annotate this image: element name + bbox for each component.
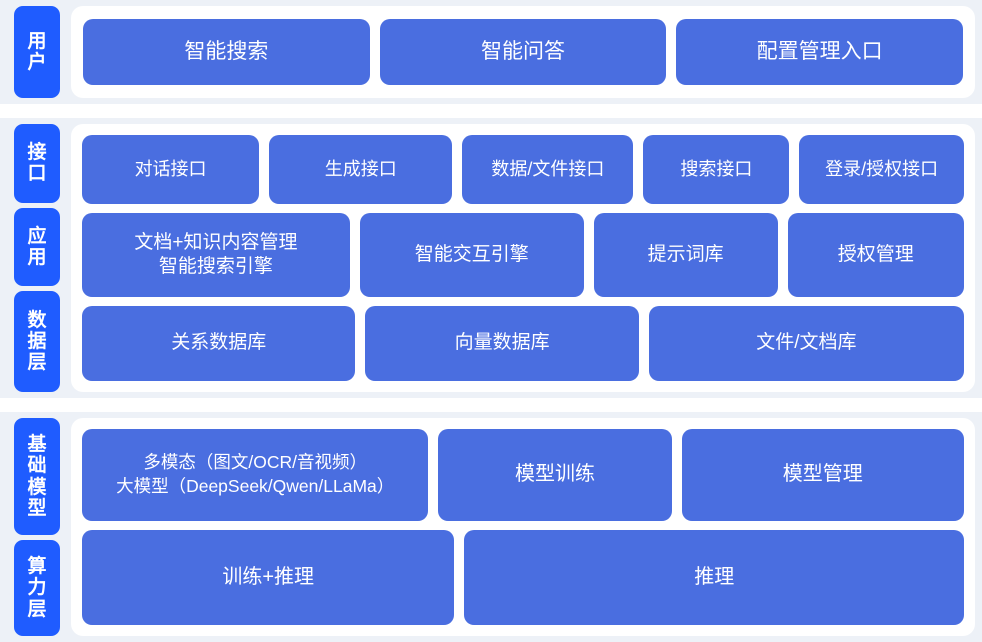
box-label: 提示词库: [647, 243, 724, 265]
rail-label-char: 数: [27, 309, 47, 331]
row-user-entries: 智能搜索 智能问答 配置管理入口: [83, 19, 964, 85]
rail-label-user: 用 户: [14, 6, 60, 98]
box-label: 授权管理: [837, 243, 914, 265]
box-data-file-api[interactable]: 数据/文件接口: [462, 135, 634, 204]
rail-core: 接 口 应 用 数 据 层: [14, 124, 60, 392]
rail-label-char: 层: [27, 352, 47, 374]
box-model-management[interactable]: 模型管理: [681, 429, 964, 521]
box-config-management-entry[interactable]: 配置管理入口: [676, 19, 964, 85]
card-core: 对话接口 生成接口 数据/文件接口 搜索接口 登录/授权接口 文档+知识内容管理: [71, 124, 975, 392]
box-label-line-2: 大模型（DeepSeek/Qwen/LLaMa）: [116, 475, 395, 496]
rail-label-char: 型: [27, 497, 47, 519]
row-api: 对话接口 生成接口 数据/文件接口 搜索接口 登录/授权接口: [82, 135, 964, 204]
section-divider: [0, 104, 982, 118]
box-dialog-api[interactable]: 对话接口: [82, 135, 260, 204]
card-user: 智能搜索 智能问答 配置管理入口: [71, 6, 975, 98]
box-label: 推理: [694, 565, 735, 588]
box-smart-search[interactable]: 智能搜索: [83, 19, 370, 85]
box-file-document-store[interactable]: 文件/文档库: [648, 306, 964, 381]
box-label: 模型管理: [782, 463, 863, 486]
box-model-training[interactable]: 模型训练: [438, 429, 672, 521]
box-label: 智能交互引擎: [414, 243, 529, 265]
rail-label-foundation-model: 基 础 模 型: [14, 418, 60, 536]
rail-label-data-layer: 数 据 层: [14, 291, 60, 392]
rail-label-compute-layer: 算 力 层: [14, 540, 60, 636]
row-application: 文档+知识内容管理 智能搜索引擎 智能交互引擎 提示词库 授权管理: [82, 213, 964, 297]
box-document-knowledge-management[interactable]: 文档+知识内容管理 智能搜索引擎: [82, 213, 350, 297]
rail-label-char: 应: [27, 225, 47, 247]
rail-label-char: 用: [27, 30, 47, 52]
rail-label-char: 据: [27, 330, 47, 352]
box-label: 向量数据库: [454, 332, 550, 354]
box-login-auth-api[interactable]: 登录/授权接口: [799, 135, 964, 204]
box-label: 训练+推理: [222, 565, 315, 588]
box-label: 智能搜索: [184, 39, 269, 63]
box-label: 智能问答: [481, 39, 565, 63]
box-multimodal-large-model[interactable]: 多模态（图文/OCR/音视频） 大模型（DeepSeek/Qwen/LLaMa）: [82, 429, 429, 521]
box-label: 生成接口: [324, 158, 397, 179]
box-label: 配置管理入口: [756, 39, 883, 63]
rail-model: 基 础 模 型 算 力 层: [14, 418, 60, 636]
section-user: 用 户 智能搜索 智能问答 配置管理入口: [0, 0, 982, 104]
section-divider: [0, 398, 982, 412]
box-label: 文件/文档库: [756, 332, 857, 354]
box-inference[interactable]: 推理: [464, 529, 964, 625]
box-label-line-1: 多模态（图文/OCR/音视频）: [143, 452, 367, 473]
box-label: 数据/文件接口: [491, 158, 605, 179]
rail-label-char: 础: [27, 455, 47, 477]
box-label: 登录/授权接口: [825, 158, 939, 179]
box-label-line-2: 智能搜索引擎: [158, 256, 273, 277]
rail-label-char: 模: [27, 476, 47, 498]
box-authorization-management[interactable]: 授权管理: [787, 213, 964, 297]
rail-user: 用 户: [14, 6, 60, 98]
box-label: 搜索接口: [680, 158, 753, 179]
box-label: 对话接口: [134, 158, 207, 179]
rail-label-char: 基: [27, 434, 47, 456]
rail-label-char: 层: [27, 598, 47, 620]
rail-label-char: 用: [27, 246, 47, 268]
box-label: 模型训练: [514, 463, 595, 486]
rail-label-char: 算: [27, 556, 47, 578]
rail-label-char: 户: [27, 52, 47, 73]
row-compute: 训练+推理 推理: [82, 529, 964, 625]
box-training-plus-inference[interactable]: 训练+推理: [82, 529, 455, 625]
row-foundation: 多模态（图文/OCR/音视频） 大模型（DeepSeek/Qwen/LLaMa）…: [82, 429, 964, 521]
rail-label-char: 口: [27, 163, 47, 185]
box-label-line-1: 文档+知识内容管理: [134, 231, 298, 253]
rail-label-interface: 接 口: [14, 124, 60, 203]
box-search-api[interactable]: 搜索接口: [643, 135, 790, 204]
box-relational-database[interactable]: 关系数据库: [82, 306, 356, 381]
row-data: 关系数据库 向量数据库 文件/文档库: [82, 306, 964, 381]
box-prompt-library[interactable]: 提示词库: [593, 213, 778, 297]
box-label: 关系数据库: [171, 332, 267, 354]
section-core: 接 口 应 用 数 据 层 对话接口 生成接口: [0, 118, 982, 398]
rail-label-application: 应 用: [14, 207, 60, 287]
card-model: 多模态（图文/OCR/音视频） 大模型（DeepSeek/Qwen/LLaMa）…: [71, 418, 975, 636]
box-smart-qa[interactable]: 智能问答: [379, 19, 667, 85]
box-generation-api[interactable]: 生成接口: [269, 135, 453, 204]
box-vector-database[interactable]: 向量数据库: [365, 306, 639, 381]
box-smart-interaction-engine[interactable]: 智能交互引擎: [359, 213, 584, 297]
rail-label-char: 接: [27, 142, 47, 164]
rail-label-char: 力: [27, 577, 47, 599]
section-model: 基 础 模 型 算 力 层 多模态（图文/OCR/音视频） 大模型（DeepSe…: [0, 412, 982, 642]
